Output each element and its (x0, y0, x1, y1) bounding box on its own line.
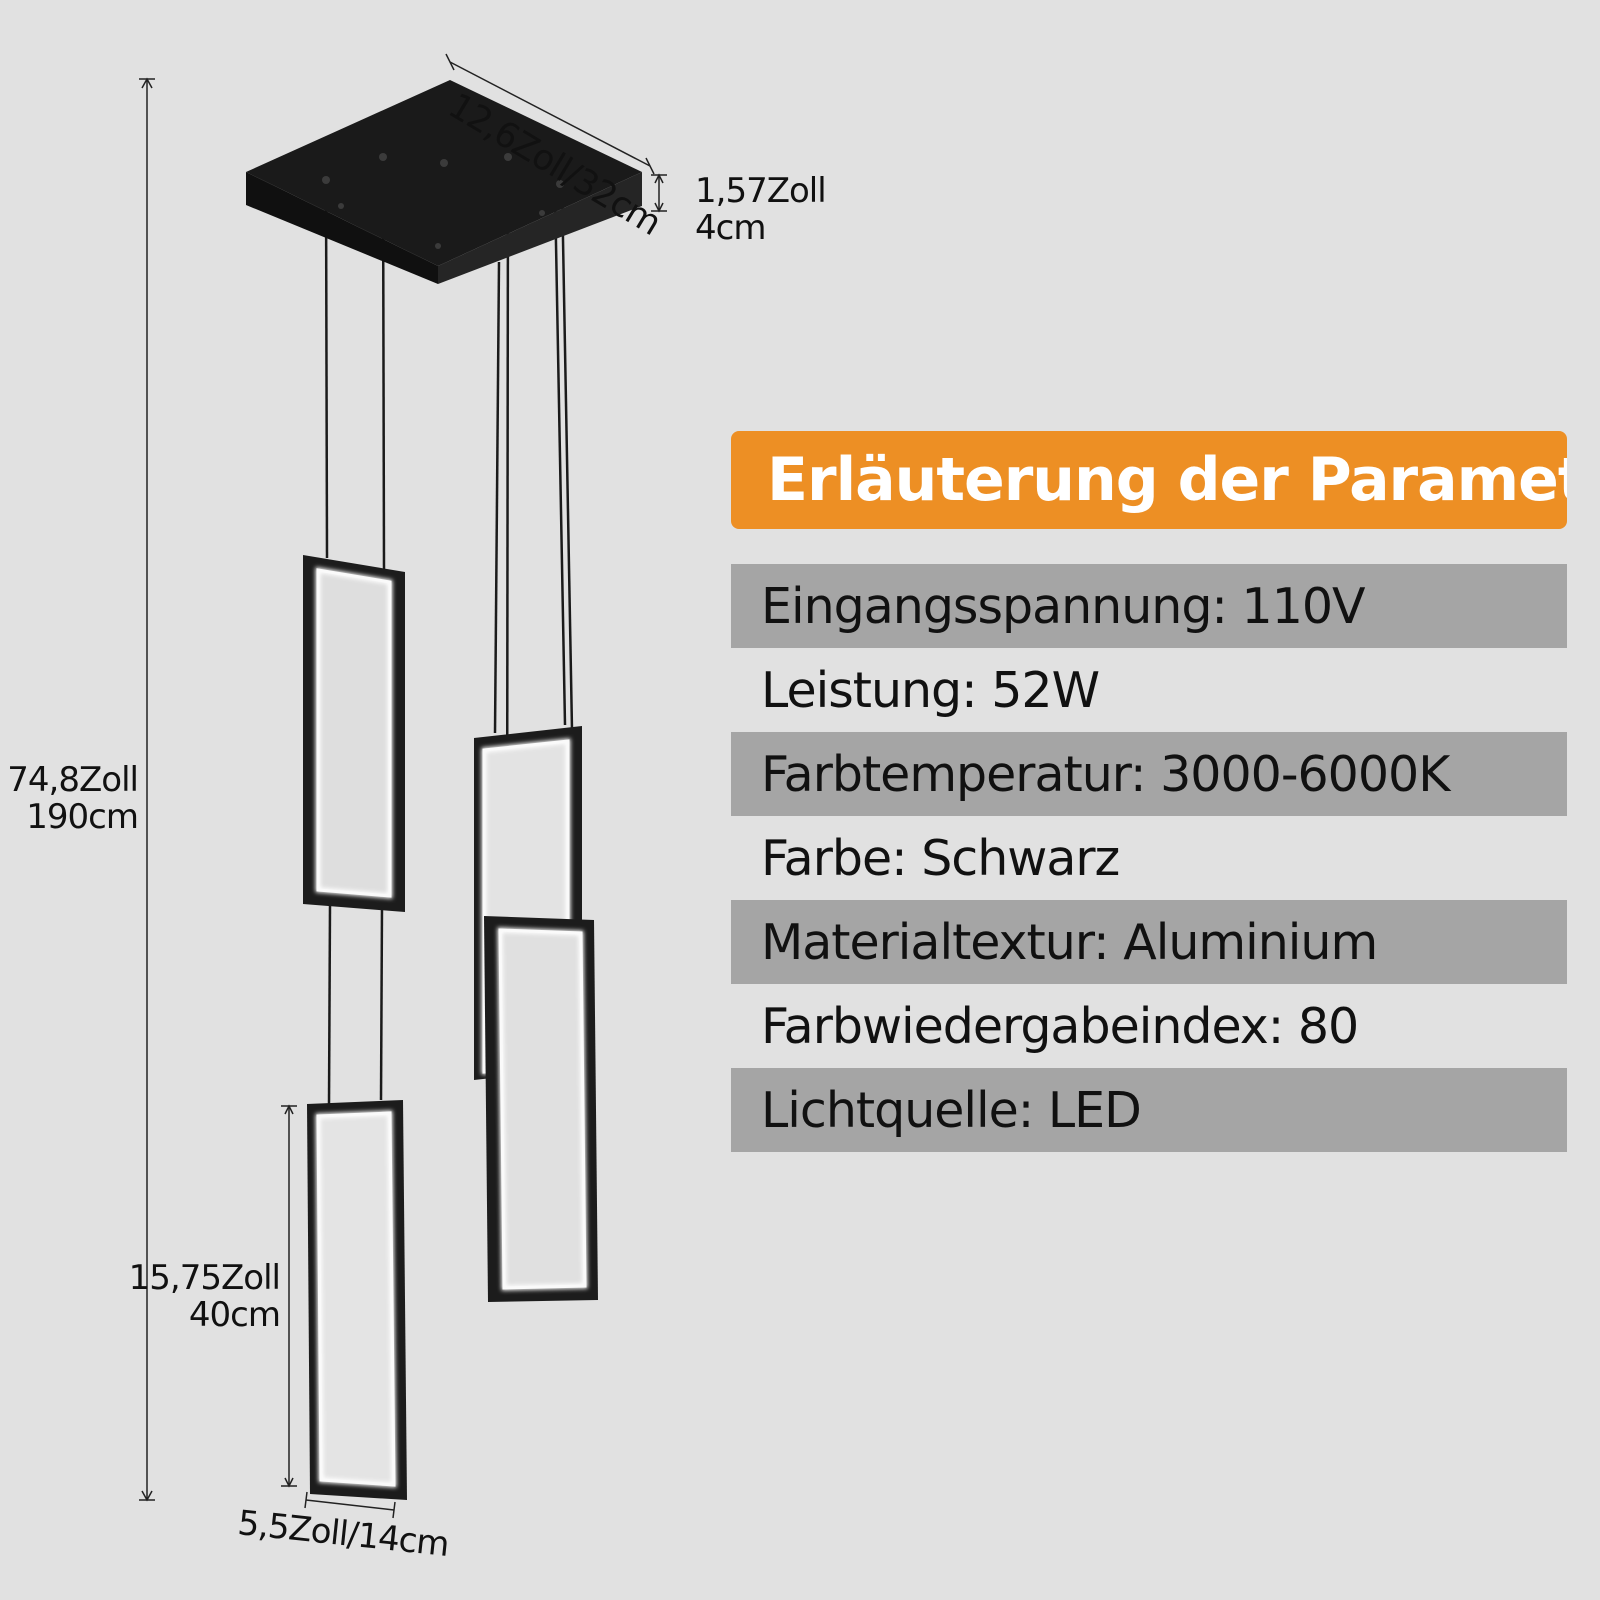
light-frame-bottom-left (307, 1100, 407, 1500)
param-row-color: Farbe: Schwarz (761, 829, 1120, 887)
dimension-lines (139, 53, 667, 1519)
total-height-cm: 190cm (26, 797, 139, 837)
light-frame-lower-right (484, 916, 598, 1302)
frame-height-cm: 40cm (188, 1295, 281, 1335)
param-row-cri: Farbwiedergabeindex: 80 (761, 997, 1359, 1055)
param-row-input-voltage: Eingangsspannung: 110V (731, 564, 1567, 648)
param-row-power: Leistung: 52W (761, 661, 1100, 719)
canopy-height-label: 1,57Zoll 4cm (695, 171, 827, 248)
total-height-inch: 74,8Zoll (7, 760, 139, 800)
param-row-light-source: Lichtquelle: LED (731, 1068, 1567, 1152)
frame-height-label: 15,75Zoll 40cm (110, 1258, 281, 1335)
light-frame-upper-left (303, 555, 405, 912)
param-row-material: Materialtextur: Aluminium (731, 900, 1567, 984)
ceiling-canopy (246, 80, 642, 284)
canopy-height-inch: 1,57Zoll (695, 171, 827, 211)
frame-height-inch: 15,75Zoll (128, 1258, 281, 1298)
param-row-color-temperature: Farbtemperatur: 3000-6000K (731, 732, 1567, 816)
parameter-title: Erläuterung der Parameter (731, 431, 1567, 529)
parameter-panel: Erläuterung der Parameter Eingangsspannu… (731, 431, 1567, 1152)
total-height-label: 74,8Zoll 190cm (0, 760, 139, 837)
canopy-height-cm: 4cm (695, 208, 766, 248)
